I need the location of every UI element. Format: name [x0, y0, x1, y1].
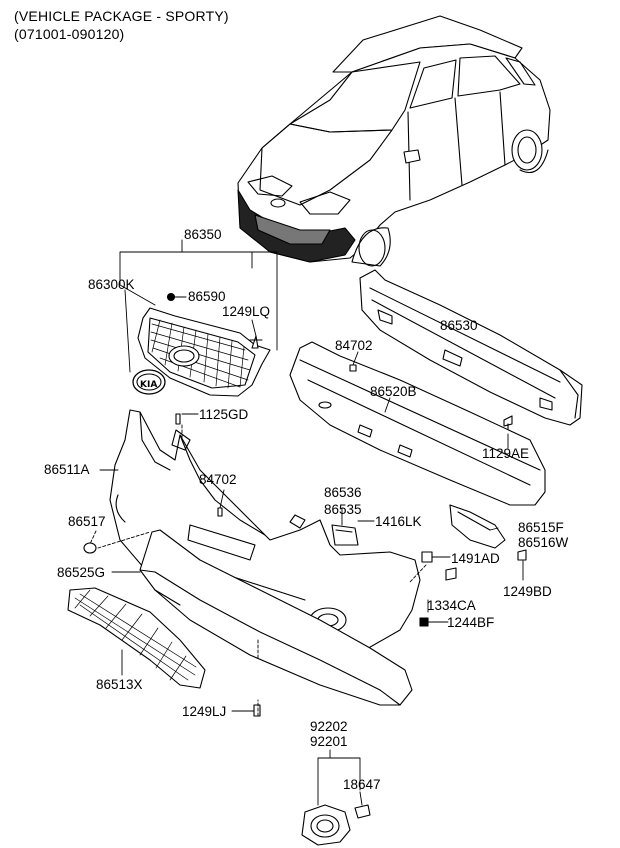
label-1249lq: 1249LQ [222, 304, 270, 319]
label-86535: 86535 [324, 502, 362, 517]
label-86515f: 86515F [518, 520, 564, 535]
part-labels: 86350 86300K 86590 1249LQ 86530 84702 86… [44, 227, 569, 792]
bumper-bracket [331, 524, 359, 546]
label-1416lk: 1416LK [375, 514, 422, 529]
label-84702-upper: 84702 [335, 338, 373, 353]
label-86525g: 86525G [57, 565, 105, 580]
label-84702-lower: 84702 [199, 472, 237, 487]
label-1125gd: 1125GD [199, 407, 249, 422]
date-range: (071001-090120) [14, 26, 125, 42]
label-86517: 86517 [68, 514, 106, 529]
label-18647: 18647 [343, 777, 381, 792]
label-1244bf: 1244BF [447, 615, 494, 630]
label-92201: 92201 [310, 734, 348, 749]
front-lip [139, 529, 413, 706]
label-86530: 86530 [440, 318, 478, 333]
label-86300k: 86300K [88, 277, 135, 292]
side-bracket [449, 504, 527, 561]
leader-lines [89, 239, 524, 806]
label-1249lj: 1249LJ [182, 704, 226, 719]
label-1334ca: 1334CA [427, 598, 476, 613]
bumper-beam [359, 269, 583, 435]
label-1249bd: 1249BD [503, 584, 552, 599]
label-86520b: 86520B [370, 384, 417, 399]
label-1129ae: 1129AE [482, 446, 529, 461]
label-1491ad: 1491AD [451, 551, 500, 566]
label-86536: 86536 [324, 485, 362, 500]
energy-absorber [289, 341, 546, 506]
label-86350: 86350 [184, 227, 222, 242]
label-86516w: 86516W [518, 535, 569, 550]
clip-set [419, 551, 457, 627]
car-illustration [237, 15, 551, 267]
fog-lamp [301, 804, 371, 846]
label-86513x: 86513X [96, 677, 143, 692]
label-92202: 92202 [310, 719, 348, 734]
screw-1249lj [253, 704, 261, 717]
radiator-grille: KIA [132, 292, 271, 397]
label-86590: 86590 [188, 289, 226, 304]
lower-grille [67, 587, 206, 689]
svg-text:KIA: KIA [140, 380, 157, 390]
package-title: (VEHICLE PACKAGE - SPORTY) [14, 8, 229, 24]
label-86511a: 86511A [44, 462, 90, 477]
